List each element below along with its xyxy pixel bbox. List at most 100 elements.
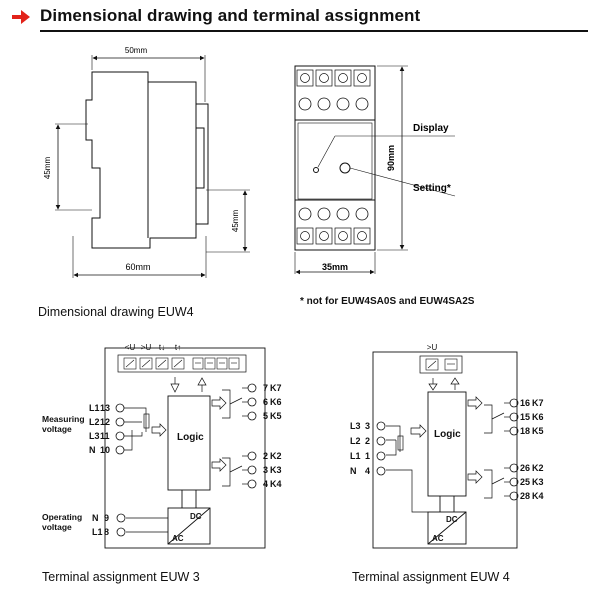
- euw3-relay2-k-label: K2: [270, 451, 282, 461]
- front-view: [294, 65, 456, 275]
- euw3-top-symbol: >U: [141, 343, 152, 352]
- section-header: Dimensional drawing and terminal assignm…: [0, 0, 600, 34]
- euw4-relay2-contact-switch: [491, 477, 505, 485]
- caption-euw3: Terminal assignment EUW 3: [42, 570, 200, 584]
- caption-euw4: Terminal assignment EUW 4: [352, 570, 510, 584]
- euw3-pot-box: [139, 357, 153, 370]
- terminal-screw-icon: [355, 207, 369, 221]
- euw3-top-symbol: <U: [125, 343, 136, 352]
- terminal-screw-bottom-back: [315, 227, 333, 245]
- terminal-screw-icon: [115, 417, 125, 427]
- terminal-screw-bottom-back: [296, 227, 314, 245]
- euw3-pot-box: [171, 357, 185, 370]
- terminal-screw-bottom-back: [353, 227, 371, 245]
- dim-label-45mm-left: 45mm: [43, 157, 52, 180]
- dim-label-50mm: 50mm: [125, 46, 148, 55]
- euw3-top-symbol: t↑: [175, 343, 181, 352]
- terminal-screw-icon: [336, 207, 350, 221]
- euw4-supply-block: [427, 511, 467, 545]
- euw3-switch-box: [216, 357, 228, 370]
- euw4-input-label: L1: [350, 451, 361, 461]
- euw4-relay2-contact-wiring: [484, 469, 493, 499]
- terminal-screw-top-back: [334, 69, 352, 87]
- euw3-input-label: L2: [89, 417, 100, 427]
- terminal-screw-icon: [115, 431, 125, 441]
- euw3-housing: [104, 347, 266, 549]
- euw4-ac-label: AC: [432, 534, 444, 543]
- euw3-switch-box: [192, 357, 204, 370]
- euw3-relay2-term: 2: [263, 451, 268, 461]
- euw4-relay2-k-label: K3: [532, 477, 544, 487]
- euw4-relay2-k-label: K2: [532, 463, 544, 473]
- footnote-setting: * not for EUW4SA0S and EUW4SA2S: [300, 296, 475, 307]
- euw4-relay1-term: 15: [520, 412, 530, 422]
- euw3-relay2-contact-switch: [229, 465, 243, 473]
- euw4-relay1-k-label: K6: [532, 412, 544, 422]
- terminal-screw-icon: [247, 397, 257, 407]
- label-display: Display: [413, 123, 449, 134]
- euw3-input-term: 11: [100, 431, 110, 441]
- euw3-relay1-term: 5: [263, 411, 268, 421]
- euw3-pot-icon: [173, 359, 183, 368]
- euw3-logic-block: [167, 395, 211, 491]
- dim-label-35mm: 35mm: [322, 262, 348, 272]
- terminal-screw-icon: [247, 451, 257, 461]
- euw3-input-term: 13: [100, 403, 110, 413]
- display-led: [313, 167, 319, 173]
- terminal-screw-icon: [355, 97, 369, 111]
- terminal-screw-icon: [247, 465, 257, 475]
- euw3-pot-icon: [125, 359, 135, 368]
- euw4-relay2-k-label: K4: [532, 491, 544, 501]
- euw4-pot-box: [425, 358, 439, 371]
- euw3-relay1-k-label: K6: [270, 397, 282, 407]
- terminal-screw-icon: [300, 73, 310, 83]
- euw3-relay2-k-label: K4: [270, 479, 282, 489]
- arrow-right-icon: [12, 10, 30, 24]
- euw3-input-term: 10: [100, 445, 110, 455]
- euw3-setting-strip: [117, 354, 247, 373]
- terminal-screw-top-back: [296, 69, 314, 87]
- din-rail-clip: [195, 103, 209, 225]
- terminal-screw-icon: [317, 97, 331, 111]
- euw4-relay1-contact-switch: [491, 412, 505, 420]
- euw4-relay1-k-label: K7: [532, 398, 544, 408]
- din-rail-slot: [195, 127, 205, 189]
- euw4-relay2-term: 25: [520, 477, 530, 487]
- terminal-screw-icon: [116, 527, 126, 537]
- terminal-screw-icon: [319, 73, 329, 83]
- euw4-input-label: N: [350, 466, 357, 476]
- euw3-measuring-label: Measuring voltage: [42, 414, 85, 434]
- euw3-supply-label: L1: [92, 527, 103, 537]
- terminal-screw-icon: [298, 97, 312, 111]
- euw3-relay2-term: 3: [263, 465, 268, 475]
- euw3-top-symbol: t↓: [159, 343, 165, 352]
- setting-potentiometer: [339, 162, 351, 174]
- title-underline: [40, 30, 588, 32]
- terminal-screw-icon: [115, 403, 125, 413]
- terminal-screw-bottom-back: [334, 227, 352, 245]
- terminal-screw-icon: [357, 73, 367, 83]
- terminal-screw-icon: [376, 421, 386, 431]
- dim-label-90mm: 90mm: [386, 145, 396, 171]
- euw3-switch-box: [228, 357, 240, 370]
- euw3-relay1-term: 6: [263, 397, 268, 407]
- euw3-relay1-k-label: K7: [270, 383, 282, 393]
- euw3-input-term: 12: [100, 417, 110, 427]
- euw3-supply-term: 9: [104, 513, 109, 523]
- front-terminals: [296, 69, 371, 245]
- euw3-relay1-term: 7: [263, 383, 268, 393]
- side-view: [55, 55, 250, 278]
- euw4-top-symbol: >U: [427, 343, 438, 352]
- front-housing: [294, 65, 376, 251]
- euw3-input-label: L1: [89, 403, 100, 413]
- euw4-input-term: 1: [365, 451, 370, 461]
- euw4-relay1-k-label: K5: [532, 426, 544, 436]
- terminal-screw-top-back: [353, 69, 371, 87]
- terminal-screw-icon: [376, 466, 386, 476]
- euw4-input-term: 3: [365, 421, 370, 431]
- caption-dimensional: Dimensional drawing EUW4: [38, 305, 194, 319]
- terminal-screw-icon: [376, 436, 386, 446]
- euw4-housing: [372, 351, 518, 549]
